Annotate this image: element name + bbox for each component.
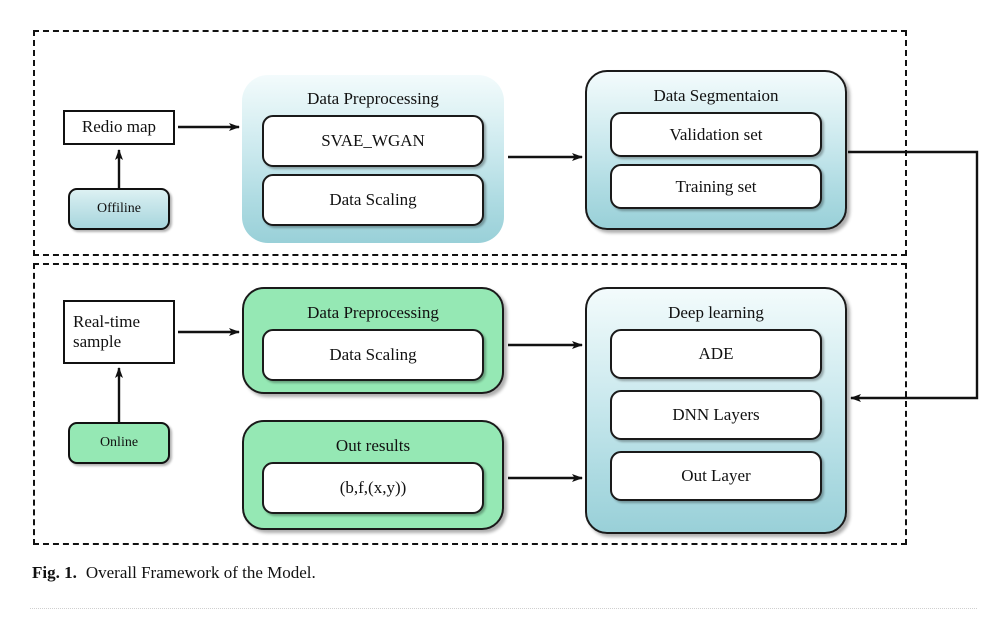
realtime-sample-line-1: Real-time [73, 311, 141, 331]
online-phase-container [33, 263, 907, 545]
realtime-sample-box[interactable]: Real-time sample [63, 300, 175, 364]
item-ade[interactable]: ADE [610, 329, 822, 379]
panel-title-data-segmentation: Data Segmentaion [653, 86, 779, 105]
offline-stage-label: Offiline [96, 201, 142, 216]
figure-caption: Fig. 1. Overall Framework of the Model. [32, 563, 316, 583]
panel-offline-data-preprocessing[interactable]: Data Preprocessing SVAE_WGAN Data Scalin… [242, 75, 504, 243]
item-training-set[interactable]: Training set [610, 164, 822, 209]
item-validation-set[interactable]: Validation set [610, 112, 822, 157]
item-svae-wgan[interactable]: SVAE_WGAN [262, 115, 484, 167]
item-dnn-layers[interactable]: DNN Layers [610, 390, 822, 440]
realtime-sample-line-2: sample [73, 332, 122, 351]
online-stage-pill[interactable]: Online [68, 422, 170, 464]
item-output-tuple[interactable]: (b,f,(x,y)) [262, 462, 484, 514]
panel-deep-learning[interactable]: Deep learning ADE DNN Layers Out Layer [585, 287, 847, 534]
panel-title-online-preprocessing: Data Preprocessing [307, 303, 439, 322]
panel-data-segmentation[interactable]: Data Segmentaion Validation set Training… [585, 70, 847, 230]
radio-map-label: Redio map [81, 117, 157, 137]
offline-phase-container [33, 30, 907, 256]
realtime-sample-label: Real-time sample [73, 312, 140, 352]
item-data-scaling-online[interactable]: Data Scaling [262, 329, 484, 381]
radio-map-box[interactable]: Redio map [63, 110, 175, 145]
panel-out-results[interactable]: Out results (b,f,(x,y)) [242, 420, 504, 530]
page-divider [30, 608, 977, 609]
offline-stage-pill[interactable]: Offiline [68, 188, 170, 230]
figure-caption-text: Overall Framework of the Model. [85, 563, 316, 582]
figure-label: Fig. 1. [32, 563, 77, 582]
online-stage-label: Online [99, 435, 139, 450]
item-out-layer[interactable]: Out Layer [610, 451, 822, 501]
panel-title-deep-learning: Deep learning [668, 303, 764, 322]
panel-title-out-results: Out results [335, 436, 411, 455]
panel-title-offline-preprocessing: Data Preprocessing [307, 89, 439, 108]
item-data-scaling-offline[interactable]: Data Scaling [262, 174, 484, 226]
panel-online-data-preprocessing[interactable]: Data Preprocessing Data Scaling [242, 287, 504, 394]
